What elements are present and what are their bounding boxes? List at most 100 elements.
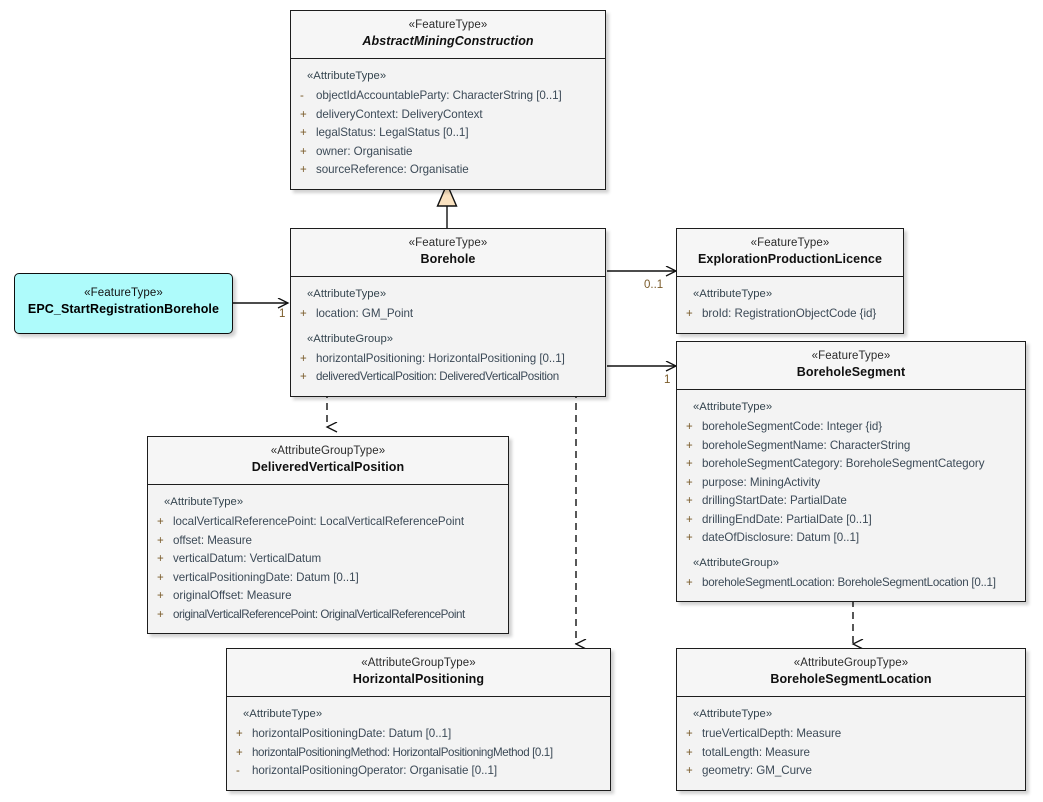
attribute-text: offset: Measure — [173, 533, 252, 547]
attribute-row: + sourceReference: Organisatie — [299, 161, 599, 180]
class-header-boreholesegmentlocation: «AttributeGroupType» BoreholeSegmentLoca… — [677, 649, 1025, 697]
attribute-row: + horizontalPositioningDate: Datum [0..1… — [235, 725, 604, 744]
class-header-deliveredverticalposition: «AttributeGroupType» DeliveredVerticalPo… — [148, 437, 508, 485]
attribute-text: originalVerticalReferencePoint: Original… — [173, 607, 465, 621]
attribute-row: + drillingStartDate: PartialDate — [685, 492, 1019, 511]
attribute-text: objectIdAccountableParty: CharacterStrin… — [316, 89, 562, 102]
visibility-marker: + — [157, 534, 164, 547]
attribute-text: originalOffset: Measure — [173, 589, 292, 602]
attribute-row: - horizontalPositioningOperator: Organis… — [235, 762, 604, 781]
visibility-marker: + — [300, 127, 307, 139]
class-header-boreholesegment: «FeatureType» BoreholeSegment — [677, 342, 1025, 390]
visibility-marker: + — [157, 553, 164, 565]
attribute-text: boreholeSegmentName: CharacterString — [702, 438, 911, 452]
class-body-borehole: «AttributeType» + location: GM_Point «At… — [291, 277, 605, 396]
attribute-row: + boreholeSegmentCode: Integer {id} — [685, 418, 1019, 437]
class-stereotype: «FeatureType» — [408, 19, 488, 31]
attribute-row: + boreholeSegmentName: CharacterString — [685, 437, 1019, 456]
class-stereotype: «FeatureType» — [811, 350, 891, 362]
attribute-row: + originalOffset: Measure — [156, 587, 502, 606]
attribute-group-label: «AttributeType» — [243, 708, 323, 720]
attribute-text: horizontalPositioning: HorizontalPositio… — [316, 351, 565, 365]
attribute-text: purpose: MiningActivity — [702, 475, 821, 489]
attribute-group-label: «AttributeType» — [693, 401, 773, 413]
class-horizontalpositioning[interactable]: «AttributeGroupType» HorizontalPositioni… — [226, 648, 611, 791]
attribute-group-label: «AttributeType» — [693, 708, 773, 720]
multiplicity-borehole-to-licence: 0..1 — [644, 279, 664, 291]
attribute-row: + deliveredVerticalPosition: DeliveredVe… — [299, 368, 599, 387]
attribute-text: location: GM_Point — [316, 307, 414, 320]
visibility-marker: + — [686, 421, 693, 433]
class-name: BoreholeSegmentLocation — [770, 672, 932, 686]
attribute-text: legalStatus: LegalStatus [0..1] — [316, 126, 469, 139]
class-name: HorizontalPositioning — [352, 672, 485, 686]
class-body-horizontalpositioning: «AttributeType» + horizontalPositioningD… — [227, 697, 610, 790]
attribute-row: + localVerticalReferencePoint: LocalVert… — [156, 513, 502, 532]
attribute-text: boreholeSegmentCode: Integer {id} — [702, 420, 883, 433]
visibility-marker: + — [686, 746, 693, 759]
attribute-row: + drillingEndDate: PartialDate [0..1] — [685, 511, 1019, 530]
attribute-text: verticalDatum: VerticalDatum — [173, 552, 322, 565]
attribute-text: dateOfDisclosure: Datum [0..1] — [702, 531, 860, 544]
class-body-deliveredverticalposition: «AttributeType» + localVerticalReference… — [148, 485, 508, 633]
class-name: AbstractMiningConstruction — [362, 34, 534, 48]
class-boreholesegment[interactable]: «FeatureType» BoreholeSegment «Attribute… — [676, 341, 1026, 602]
class-body-explorationproductionlicence: «AttributeType» + broId: RegistrationObj… — [677, 277, 903, 333]
visibility-marker: + — [300, 352, 307, 365]
attribute-group-label: «AttributeGroup» — [307, 332, 394, 345]
class-name: Borehole — [420, 252, 476, 266]
attribute-text: geometry: GM_Curve — [702, 764, 812, 777]
class-header-epc-startregistrationborehole: «FeatureType» EPC_StartRegistrationBoreh… — [15, 274, 232, 330]
attribute-text: sourceReference: Organisatie — [316, 163, 469, 176]
multiplicity-borehole-to-segment: 1 — [664, 374, 671, 386]
class-borehole[interactable]: «FeatureType» Borehole «AttributeType» +… — [290, 228, 606, 397]
class-name: BoreholeSegment — [796, 365, 906, 379]
class-explorationproductionlicence[interactable]: «FeatureType» ExplorationProductionLicen… — [676, 228, 904, 334]
attribute-text: deliveryContext: DeliveryContext — [316, 107, 483, 121]
visibility-marker: + — [157, 608, 164, 621]
attribute-row: + verticalPositioningDate: Datum [0..1] — [156, 569, 502, 588]
attribute-row: + broId: RegistrationObjectCode {id} — [685, 305, 897, 324]
class-stereotype: «AttributeGroupType» — [793, 657, 909, 669]
attribute-row: + dateOfDisclosure: Datum [0..1] — [685, 529, 1019, 548]
visibility-marker: + — [300, 145, 307, 158]
attribute-text: trueVerticalDepth: Measure — [702, 727, 842, 740]
attribute-text: broId: RegistrationObjectCode {id} — [702, 307, 877, 320]
multiplicity-epc-to-borehole: 1 — [279, 308, 286, 320]
attribute-group-label: «AttributeType» — [307, 288, 387, 300]
section-gap — [685, 548, 1019, 555]
class-stereotype: «FeatureType» — [84, 287, 163, 299]
class-name: EPC_StartRegistrationBorehole — [27, 302, 220, 316]
attribute-row: + legalStatus: LegalStatus [0..1] — [299, 124, 599, 143]
attribute-group-label: «AttributeGroup» — [693, 556, 780, 569]
attribute-row: + trueVerticalDepth: Measure — [685, 725, 1019, 744]
visibility-marker: + — [236, 746, 243, 759]
visibility-marker: + — [686, 308, 693, 320]
class-boreholesegmentlocation[interactable]: «AttributeGroupType» BoreholeSegmentLoca… — [676, 648, 1026, 791]
visibility-marker: + — [686, 728, 693, 740]
attribute-group-label: «AttributeType» — [693, 288, 773, 300]
attribute-text: boreholeSegmentLocation: BoreholeSegment… — [702, 575, 996, 589]
attribute-group-label: «AttributeType» — [164, 496, 244, 508]
class-abstractminingconstruction[interactable]: «FeatureType» AbstractMiningConstruction… — [290, 10, 606, 190]
section-gap — [299, 324, 599, 331]
class-epc-startregistrationborehole[interactable]: «FeatureType» EPC_StartRegistrationBoreh… — [14, 273, 233, 334]
attribute-group-label: «AttributeType» — [307, 70, 387, 82]
attribute-text: drillingEndDate: PartialDate [0..1] — [702, 512, 872, 526]
visibility-marker: + — [157, 590, 164, 602]
connector-generalization-borehole-abstractminingconstruction — [436, 182, 458, 228]
class-stereotype: «AttributeGroupType» — [270, 445, 386, 457]
class-body-boreholesegmentlocation: «AttributeType» + trueVerticalDepth: Mea… — [677, 697, 1025, 790]
visibility-marker: + — [300, 371, 307, 383]
attribute-text: horizontalPositioningOperator: Organisat… — [252, 764, 498, 777]
class-header-horizontalpositioning: «AttributeGroupType» HorizontalPositioni… — [227, 649, 610, 697]
class-name: DeliveredVerticalPosition — [251, 460, 405, 474]
attribute-text: drillingStartDate: PartialDate — [702, 494, 847, 507]
visibility-marker: + — [686, 476, 693, 489]
visibility-marker: + — [300, 308, 307, 320]
attribute-row: + horizontalPositioningMethod: Horizonta… — [235, 744, 604, 763]
visibility-marker: + — [236, 728, 243, 740]
visibility-marker: + — [686, 513, 693, 526]
class-deliveredverticalposition[interactable]: «AttributeGroupType» DeliveredVerticalPo… — [147, 436, 509, 634]
class-body-abstractminingconstruction: «AttributeType» - objectIdAccountablePar… — [291, 59, 605, 189]
